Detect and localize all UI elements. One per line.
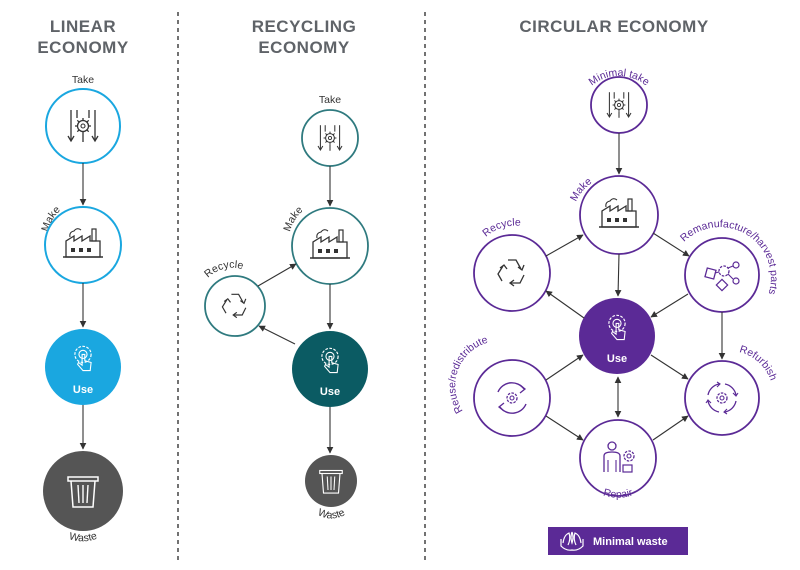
trash-bin-icon — [67, 476, 99, 508]
circular-make-node — [579, 175, 659, 255]
circular-title: CIRCULAR ECONOMY — [519, 17, 708, 36]
recycling-title-line1: RECYCLING — [252, 17, 357, 36]
arrow-make-to-remanufacture — [652, 232, 690, 257]
arrow-remanufacture-to-use — [650, 293, 689, 318]
recycling-take-node — [301, 109, 359, 167]
recycling-recycle-node — [204, 275, 266, 337]
arrow-use-to-recycle — [545, 290, 585, 319]
linear-title-line2: ECONOMY — [37, 38, 129, 57]
linear-title-line1: LINEAR — [50, 17, 116, 36]
circular-use-node: Use — [579, 298, 655, 374]
linear-economy-section: LINEAR ECONOMY Take Make Use Waste — [37, 17, 129, 545]
recycling-waste-label: Waste — [316, 506, 347, 521]
circular-economy-section: CIRCULAR ECONOMY Minimal take Make Recyc… — [446, 17, 780, 555]
linear-waste-label: Waste — [68, 530, 99, 545]
arrow-recycle-to-make — [257, 263, 297, 287]
arrow-repair-to-refurbish — [652, 415, 689, 441]
linear-use-node: Use — [45, 329, 121, 405]
linear-take-node — [45, 88, 121, 164]
circular-reuse-node — [473, 359, 551, 437]
circular-use-label: Use — [607, 353, 627, 365]
minimal-waste-label: Minimal waste — [593, 536, 668, 548]
circular-minimal-take-node — [590, 76, 648, 134]
linear-use-label: Use — [73, 384, 93, 396]
recycling-waste-node — [305, 455, 357, 507]
recycling-use-label: Use — [320, 386, 340, 398]
circular-refurbish-node — [684, 360, 760, 436]
linear-take-label: Take — [72, 74, 94, 86]
arrow-make-to-use — [614, 253, 622, 297]
circular-repair-node — [579, 419, 657, 497]
trash-bin-icon — [319, 469, 343, 494]
arrow-use-to-refurbish — [650, 354, 689, 380]
circular-remanufacture-node — [684, 237, 760, 313]
recycling-use-node: Use — [292, 331, 368, 407]
arrow-reuse-to-use — [545, 354, 584, 381]
recycling-make-node — [291, 207, 369, 285]
circular-repair-label: Repair — [602, 486, 635, 500]
linear-make-node — [44, 206, 122, 284]
recycling-take-label: Take — [319, 94, 341, 106]
recycling-economy-section: RECYCLING ECONOMY Take Make Recycle Use … — [202, 17, 369, 522]
arrow-reuse-to-repair — [545, 415, 584, 441]
arrow-recycle-to-make — [545, 234, 584, 257]
arrow-use-to-recycle — [258, 325, 296, 345]
circular-recycle-node — [473, 234, 551, 312]
linear-waste-node — [43, 451, 123, 531]
recycling-title-line2: ECONOMY — [258, 38, 350, 57]
minimal-waste-badge: Minimal waste — [548, 527, 688, 555]
